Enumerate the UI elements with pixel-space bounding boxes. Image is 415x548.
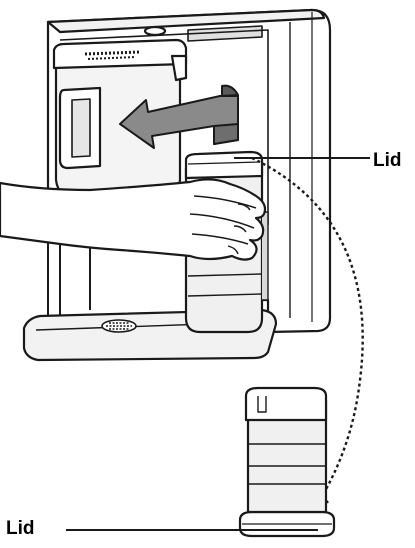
hand-icon bbox=[0, 179, 265, 259]
lid-label-top: Lid bbox=[373, 151, 402, 170]
lid-label-bottom: Lid bbox=[6, 519, 35, 538]
removed-cup-icon bbox=[240, 388, 334, 536]
drain-grill-icon bbox=[102, 320, 136, 332]
